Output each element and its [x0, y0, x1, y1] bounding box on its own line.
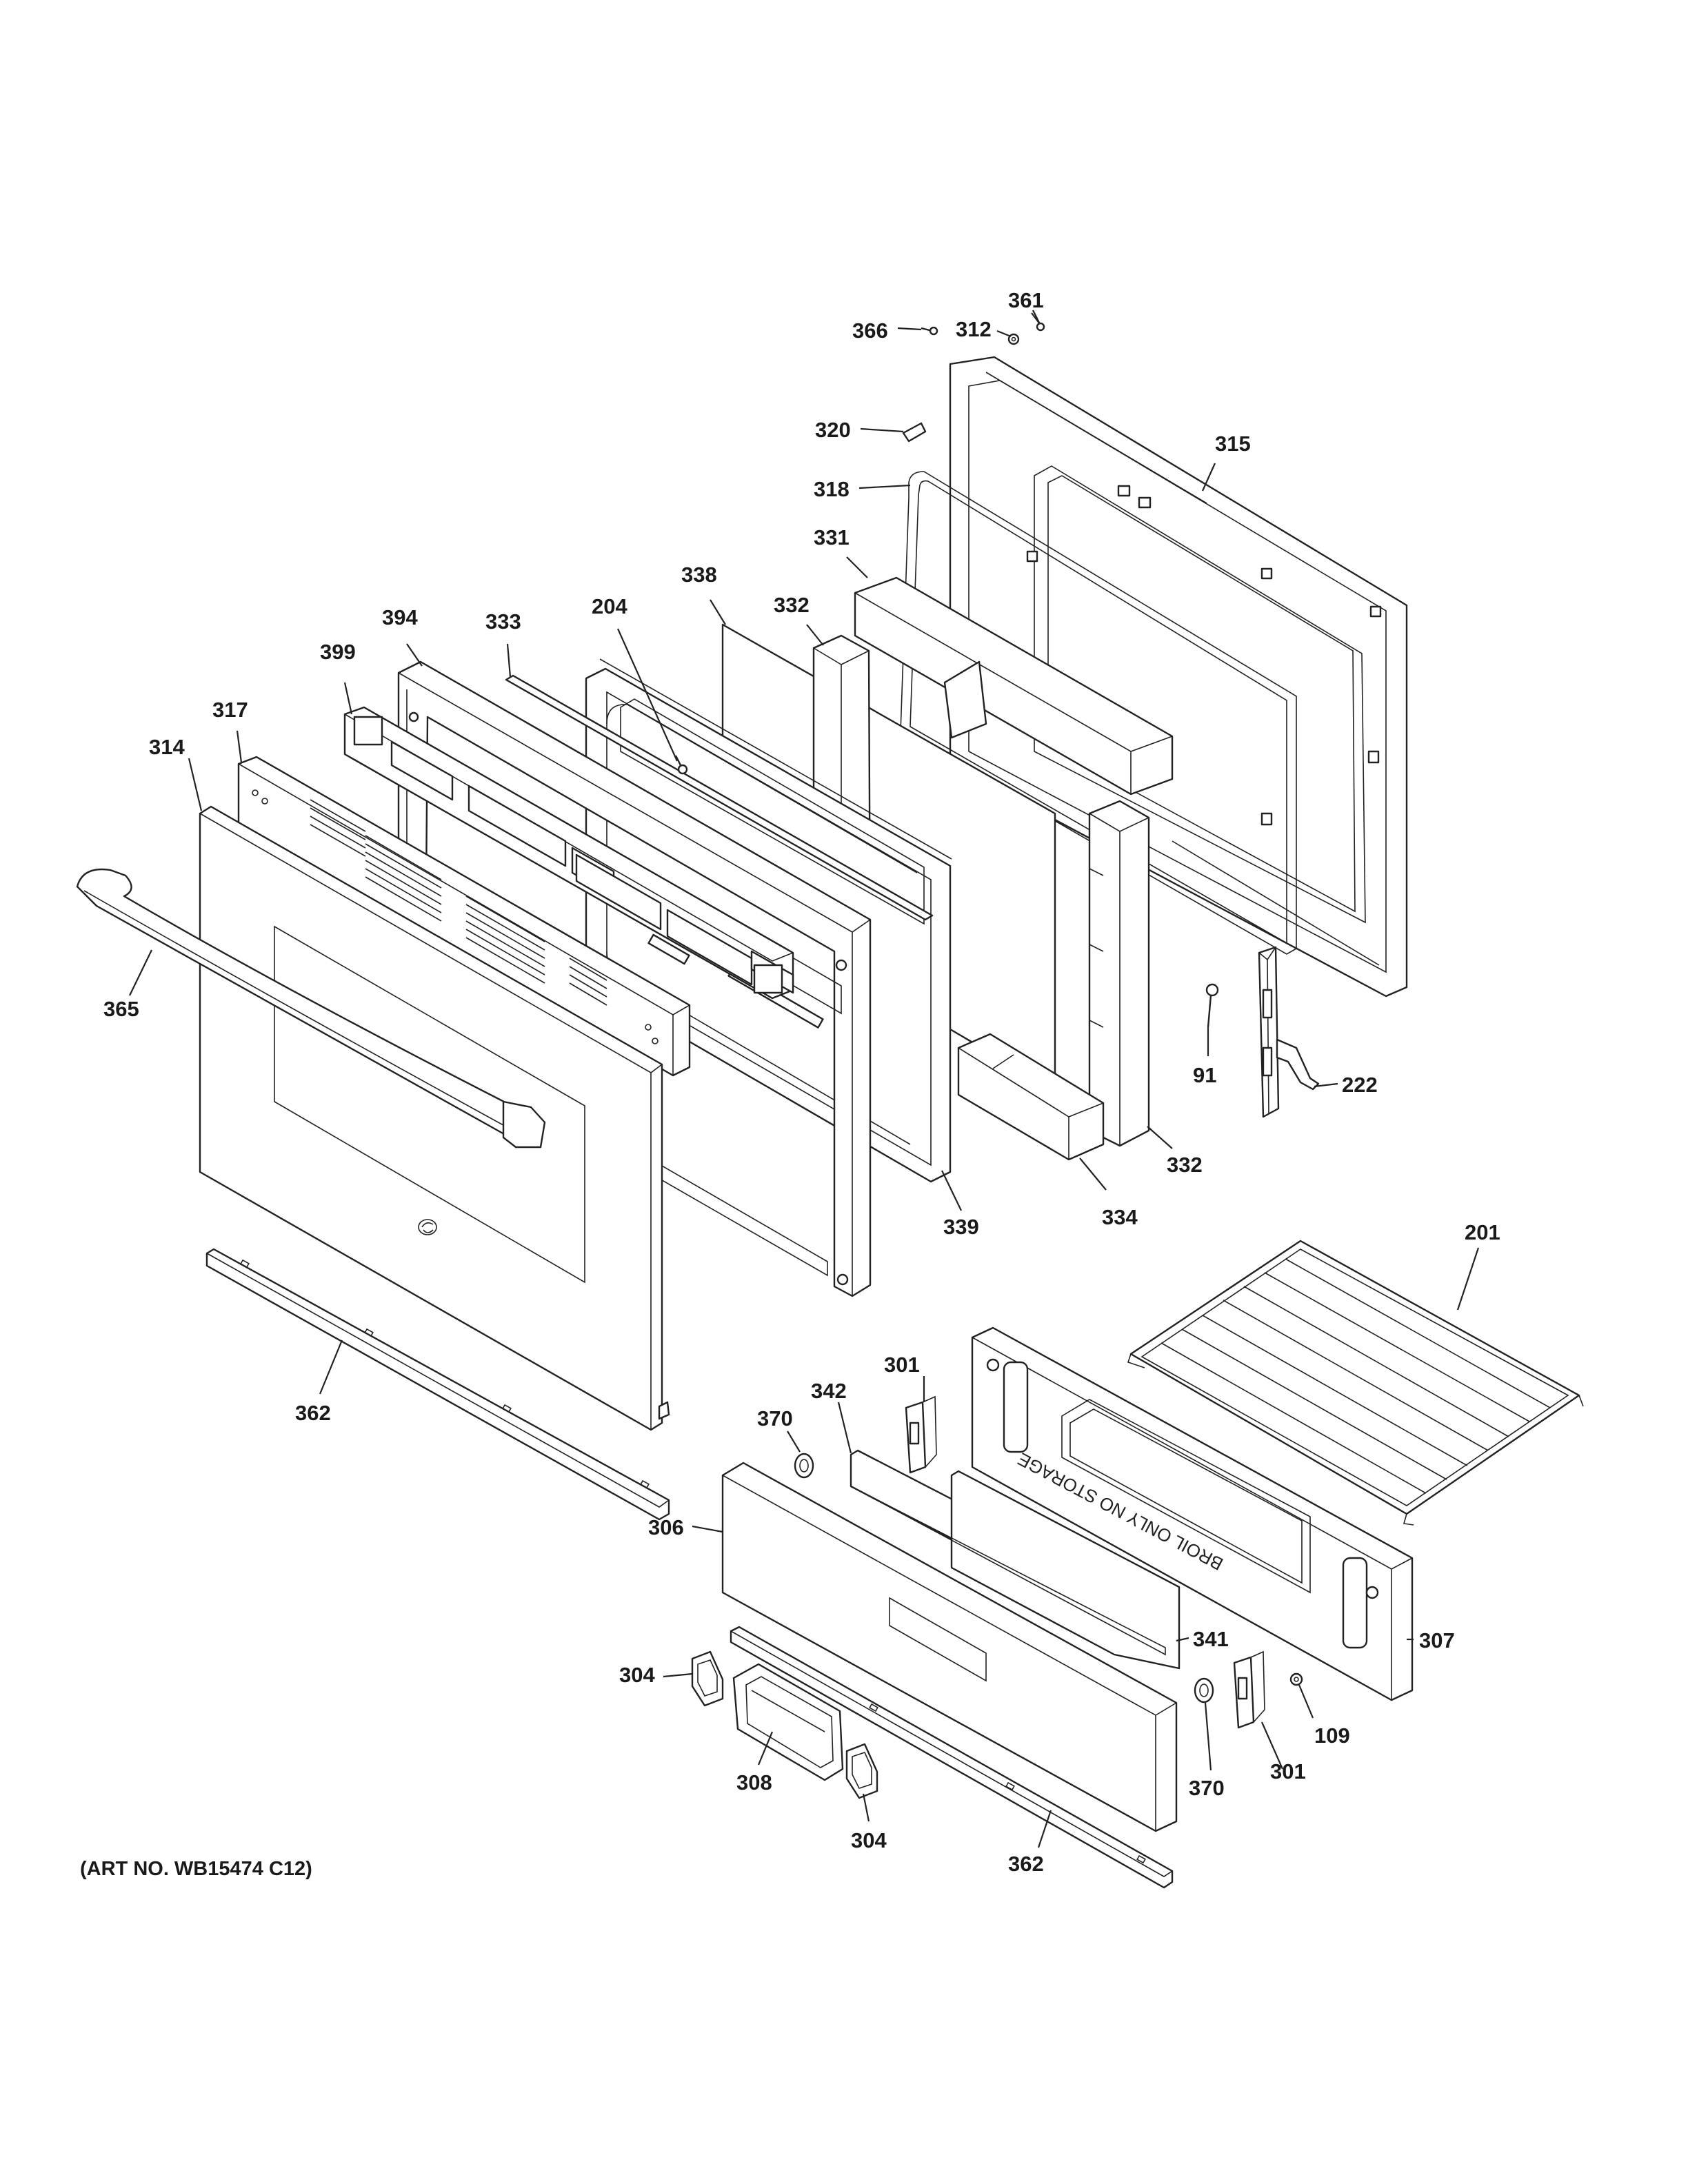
part-315-inner-door-panel [949, 356, 1408, 998]
part-312-washer [1007, 333, 1020, 345]
callout-312: 312 [956, 317, 992, 341]
callout-304a: 304 [619, 1663, 655, 1687]
callout-91: 91 [1193, 1063, 1216, 1087]
callout-320: 320 [815, 418, 851, 442]
part-91-screw [1205, 983, 1219, 1028]
callout-306: 306 [648, 1515, 684, 1539]
callout-333: 333 [485, 609, 521, 634]
part-301-drawer-slide-upper [905, 1395, 937, 1474]
leader-lines [129, 312, 1480, 1848]
callout-339: 339 [943, 1215, 979, 1239]
part-222-door-hinge [1258, 946, 1320, 1118]
callout-365: 365 [103, 997, 139, 1021]
callout-317: 317 [212, 698, 248, 722]
callout-318: 318 [814, 477, 850, 501]
part-341-drawer-panel [850, 1470, 1180, 1670]
art-number: (ART NO. WB15474 C12) [80, 1858, 312, 1880]
callout-394: 394 [382, 605, 418, 629]
callout-304b: 304 [851, 1828, 887, 1852]
part-331-insulation-top [854, 576, 1174, 796]
callout-307: 307 [1419, 1628, 1455, 1652]
part-334-insulation-bottom [957, 1033, 1105, 1161]
part-399-vent-channel [343, 706, 794, 1000]
part-320-hinge-pin [902, 422, 927, 443]
callout-labels: 361 312 366 320 315 318 331 338 332 204 … [103, 288, 1500, 1876]
callout-331: 331 [814, 525, 850, 549]
callout-362b: 362 [1008, 1852, 1044, 1876]
callout-370b: 370 [1189, 1776, 1225, 1800]
part-332-insulation-side-lower [1088, 800, 1150, 1147]
callout-341: 341 [1193, 1627, 1229, 1651]
part-370-roller-upper [794, 1453, 814, 1479]
part-306-drawer-front [721, 1462, 1178, 1832]
callout-332b: 332 [1167, 1153, 1203, 1177]
part-366-screw [921, 326, 938, 336]
part-304-clip-left [691, 1650, 724, 1707]
part-333-insulation-strip [505, 674, 934, 921]
callout-201: 201 [1465, 1220, 1500, 1244]
callout-314: 314 [149, 735, 185, 759]
part-314-outer-door-glass [199, 805, 670, 1431]
part-361-screw [1032, 310, 1045, 332]
part-365-door-handle [76, 868, 546, 1149]
callout-308: 308 [736, 1770, 772, 1794]
part-362-drawer-trim-lower [730, 1626, 1174, 1889]
part-362-door-trim-upper [205, 1248, 670, 1521]
callout-334: 334 [1102, 1205, 1138, 1229]
callout-399: 399 [320, 640, 356, 664]
part-308-drawer-handle [732, 1663, 844, 1781]
callout-315: 315 [1215, 432, 1251, 456]
part-204-screw [674, 755, 688, 775]
callout-370a: 370 [757, 1406, 793, 1430]
callout-338: 338 [681, 563, 717, 587]
part-201-drawer-rack [1127, 1240, 1584, 1526]
part-318-door-gasket [900, 471, 1297, 955]
callout-222: 222 [1342, 1073, 1378, 1097]
part-109-nut [1289, 1672, 1303, 1686]
callout-366: 366 [852, 318, 888, 343]
part-301-drawer-slide-lower [1233, 1650, 1265, 1729]
callout-342: 342 [811, 1379, 847, 1403]
callout-332a: 332 [774, 593, 810, 617]
callout-109: 109 [1314, 1723, 1350, 1748]
callout-362a: 362 [295, 1401, 331, 1425]
part-304-clip-right [845, 1743, 878, 1799]
callout-204: 204 [592, 594, 627, 618]
callout-301a: 301 [884, 1353, 920, 1377]
callout-301b: 301 [1270, 1759, 1306, 1783]
part-370-roller-lower [1194, 1677, 1214, 1703]
callout-361: 361 [1008, 288, 1044, 312]
